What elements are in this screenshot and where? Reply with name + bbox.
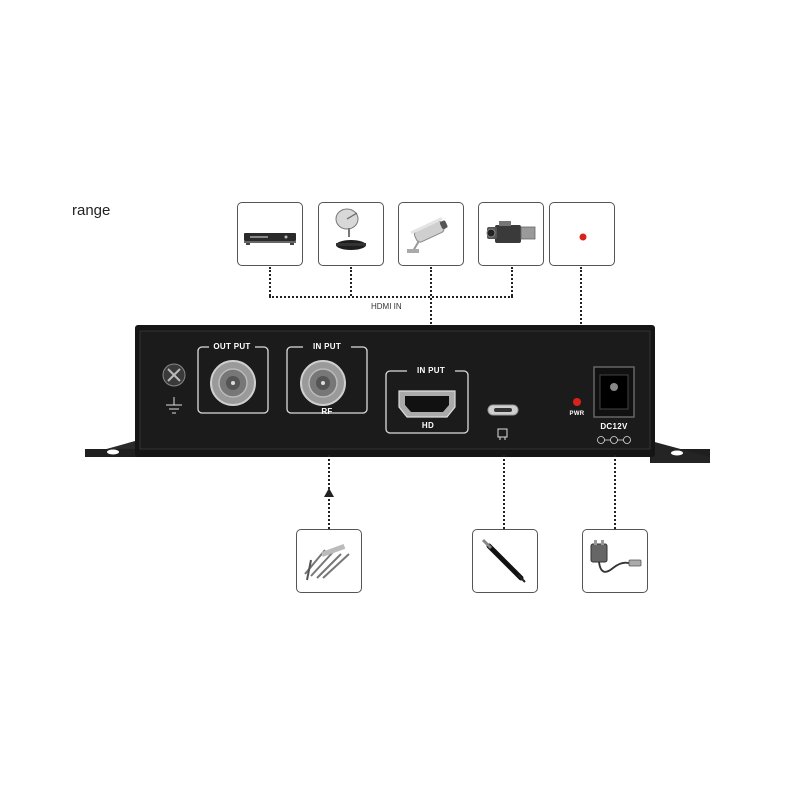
- dvd-player-box: [237, 202, 303, 266]
- camcorder-box: [478, 202, 544, 266]
- antenna-icon: [304, 544, 350, 581]
- encoder-device: OUT PUT IN PUT RF IN PUT HD PWR DC12V: [85, 325, 710, 465]
- connector-line: [503, 455, 505, 529]
- camcorder-icon: [486, 221, 536, 243]
- satellite-receiver-icon: [335, 208, 366, 250]
- connector-line: [430, 267, 432, 331]
- arrow-up-icon: [324, 488, 334, 497]
- hdmi-input-label: IN PUT: [416, 366, 446, 375]
- cctv-camera-box: [398, 202, 464, 266]
- dc-label: DC12V: [600, 422, 628, 431]
- connector-line: [614, 455, 616, 529]
- input-label: IN PUT: [312, 342, 342, 351]
- hdmi-in-label: HDMI IN: [371, 302, 402, 311]
- rf-label: RF: [321, 407, 333, 416]
- pwr-label: PWR: [569, 411, 585, 417]
- cctv-camera-icon: [407, 217, 448, 253]
- connector-line: [511, 267, 513, 296]
- power-led-indicator-icon: [579, 233, 587, 241]
- connector-line: [580, 267, 582, 331]
- connector-line: [269, 267, 271, 296]
- power-adapter-icon: [590, 540, 642, 573]
- power-led-box: [549, 202, 615, 266]
- usb-cable-box: [472, 529, 538, 593]
- device-body: [85, 325, 710, 463]
- output-label: OUT PUT: [213, 342, 251, 351]
- connector-line: [350, 267, 352, 296]
- hd-label: HD: [421, 421, 435, 430]
- antenna-box: [296, 529, 362, 593]
- corner-label: range: [72, 202, 111, 219]
- hdmi-bus-line: [269, 296, 513, 298]
- power-adapter-box: [582, 529, 648, 593]
- usb-cable-icon: [481, 538, 526, 583]
- satellite-receiver-box: [318, 202, 384, 266]
- dvd-player-icon: [244, 233, 296, 245]
